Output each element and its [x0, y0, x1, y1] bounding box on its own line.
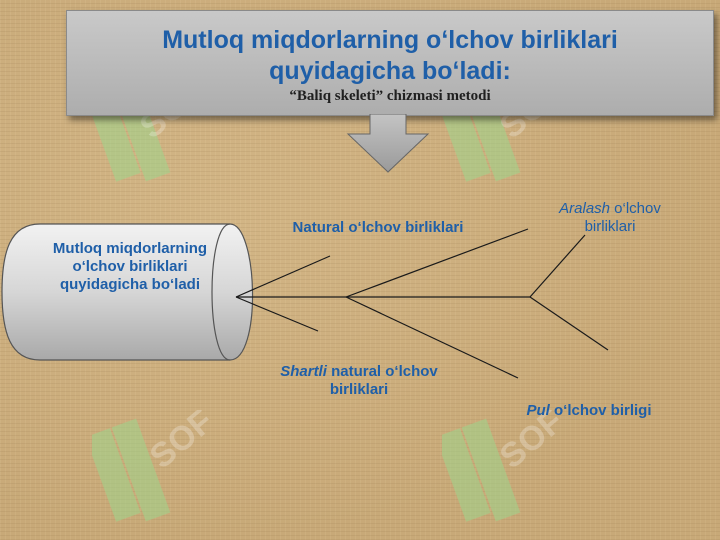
tail-upper: [529, 234, 586, 298]
bone-shartli: [235, 296, 319, 332]
down-arrow-icon: [346, 114, 430, 173]
page-subtitle: “Baliq skeleti” chizmasi metodi: [289, 88, 491, 104]
fish-head-label: Mutloq miqdorlarning o‘lchov birliklari …: [52, 240, 208, 293]
label-shartli: Shartli natural o‘lchov birliklari: [280, 363, 438, 398]
bone-natural: [235, 255, 331, 298]
label-aralash: Aralash o‘lchov birliklari: [559, 200, 661, 235]
page-title: Mutloq miqdorlarning o‘lchov birliklari …: [162, 26, 618, 85]
bone-aralash: [345, 228, 529, 298]
label-pul: Pul o‘lchov birligi: [526, 402, 652, 419]
bone-pul: [345, 296, 519, 379]
tail-lower: [529, 296, 609, 351]
title-box: Mutloq miqdorlarning o‘lchov birliklari …: [66, 10, 714, 116]
fish-head-shape: [1, 223, 254, 361]
label-natural: Natural o‘lchov birliklari: [292, 219, 464, 236]
